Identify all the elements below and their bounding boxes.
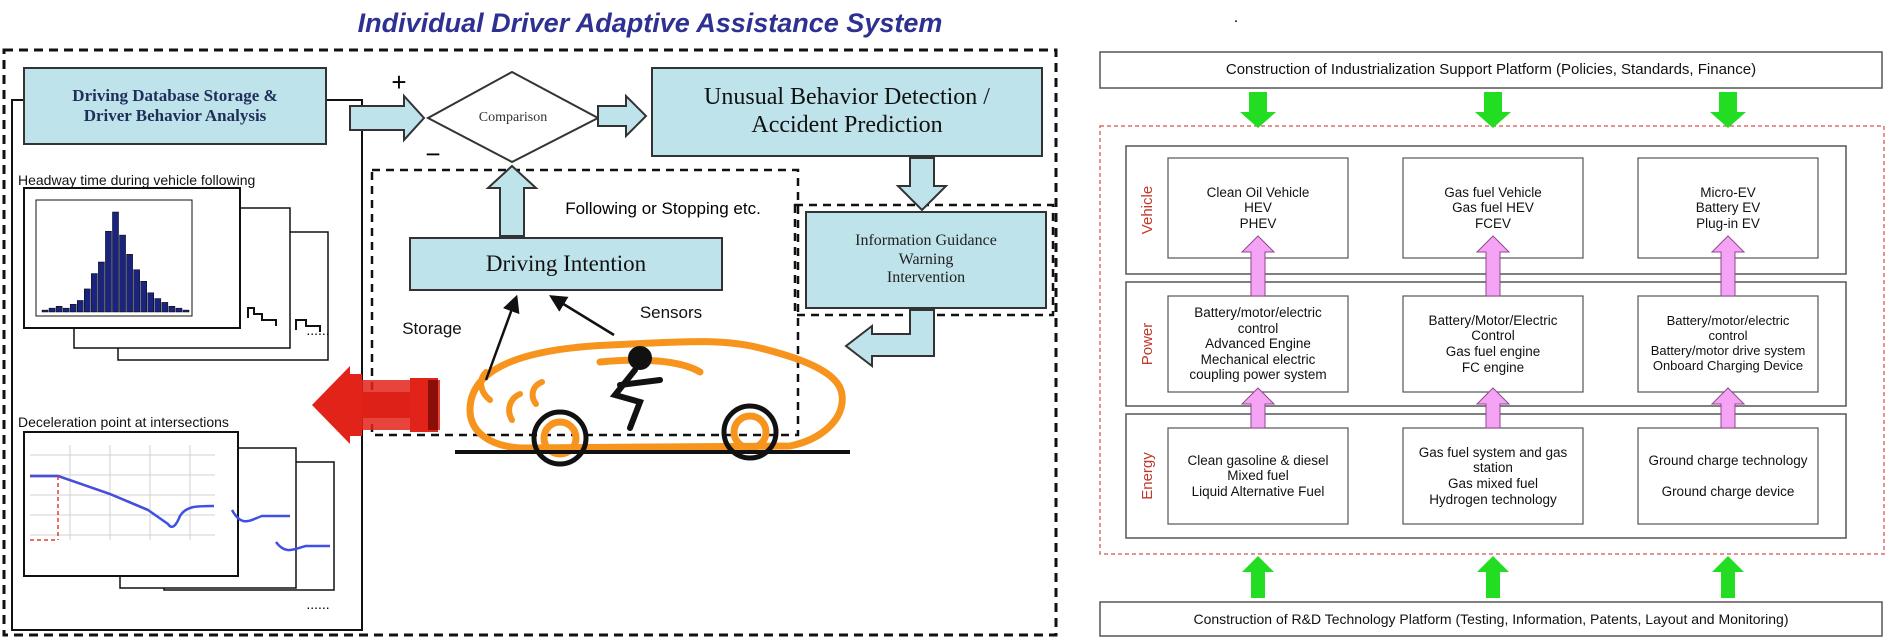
- arrow-info-to-car-shape: [844, 309, 935, 369]
- cell-vehicle-3: Micro-EV Battery EV Plug-in EV: [1695, 184, 1761, 231]
- decel-grid: [30, 445, 215, 540]
- histogram-bar: [126, 254, 133, 313]
- histogram-bar: [76, 300, 84, 313]
- histogram-bar: [119, 234, 126, 313]
- cell-energy-2: Gas fuel system and gas station Gas mixe…: [1418, 444, 1568, 507]
- decel-marker: [30, 476, 59, 541]
- bottom-platform-label: Construction of R&D Technology Platform …: [1193, 610, 1789, 627]
- db-box-shape: [23, 67, 327, 145]
- car-icon: [466, 338, 846, 467]
- histogram-bar: [175, 307, 183, 313]
- histogram-bar: [112, 211, 119, 313]
- intention-box-shape: [409, 237, 723, 291]
- arrow-unusual-to-info: [895, 157, 949, 212]
- minus-sign: −: [425, 139, 441, 170]
- histogram-bar: [91, 273, 98, 313]
- cell-vehicle-2: Gas fuel Vehicle Gas fuel HEV FCEV: [1444, 184, 1542, 231]
- histogram-bar: [168, 305, 176, 313]
- sensors-label: Sensors: [639, 303, 703, 323]
- following-label: Following or Stopping etc.: [565, 199, 761, 219]
- histogram-bar: [84, 288, 91, 313]
- arrow-intention-to-comparison: [485, 164, 539, 237]
- storage-arrow: [484, 294, 520, 381]
- driver-icon: [609, 346, 663, 431]
- info-box-label: Information Guidance Warning Interventio…: [855, 232, 997, 287]
- unusual-box-label: Unusual Behavior Detection / Accident Pr…: [704, 84, 990, 138]
- histogram-bar: [105, 230, 112, 313]
- histogram-bar: [182, 309, 190, 313]
- cell-power-3: Battery/motor/electric control Battery/m…: [1650, 313, 1806, 373]
- red-arrow-icon: [312, 366, 440, 444]
- histogram-bar: [69, 304, 77, 313]
- intention-box-label: Driving Intention: [485, 250, 647, 276]
- arrow-comparison-to-unusual: [597, 93, 648, 139]
- histogram-bar: [62, 307, 70, 313]
- histogram-bar: [147, 292, 155, 313]
- row-label-power: Power: [1138, 322, 1156, 366]
- top-platform-label: Construction of Industrialization Suppor…: [1225, 61, 1757, 79]
- sensors-arrow: [549, 295, 615, 337]
- histogram-bar: [55, 305, 63, 313]
- histogram-bar: [48, 307, 56, 313]
- histogram-bar: [154, 298, 162, 313]
- unusual-box-shape: [651, 67, 1043, 157]
- arrow-db-to-comparison: [349, 93, 426, 143]
- cell-power-1: Battery/motor/electric control Advanced …: [1189, 305, 1327, 383]
- histogram-bar: [161, 302, 169, 313]
- left-diagram-title: Individual Driver Adaptive Assistance Sy…: [357, 8, 943, 39]
- row-label-energy: Energy: [1138, 452, 1156, 500]
- histogram-bar: [41, 309, 49, 313]
- histogram-bar: [140, 280, 147, 313]
- decel-caption: Deceleration point at intersections: [18, 413, 229, 430]
- cell-energy-3: Ground charge technology Ground charge d…: [1648, 452, 1808, 499]
- decel-curve-blue: [30, 474, 215, 528]
- histogram-bar: [133, 269, 140, 313]
- decel-dots: ......: [306, 595, 330, 612]
- headway-dots: ......: [306, 321, 330, 338]
- headway-histogram: [41, 211, 190, 313]
- cell-energy-1: Clean gasoline & diesel Mixed fuel Liqui…: [1187, 452, 1329, 499]
- info-box-shape: [805, 211, 1047, 309]
- storage-label: Storage: [402, 319, 462, 339]
- stray-dot: .: [1233, 8, 1239, 26]
- histogram-bar: [98, 261, 105, 313]
- cell-vehicle-1: Clean Oil Vehicle HEV PHEV: [1206, 184, 1310, 231]
- comparison-label: Comparison: [478, 109, 548, 125]
- headway-caption: Headway time during vehicle following: [18, 171, 256, 188]
- left-outer-dashed-frame: [2, 48, 1058, 637]
- row-label-vehicle: Vehicle: [1138, 185, 1156, 235]
- plus-sign: +: [391, 67, 407, 98]
- cell-power-2: Battery/Motor/Electric Control Gas fuel …: [1428, 312, 1558, 375]
- comparison-diamond: [425, 70, 601, 164]
- db-box-label: Driving Database Storage & Driver Behavi…: [72, 86, 278, 125]
